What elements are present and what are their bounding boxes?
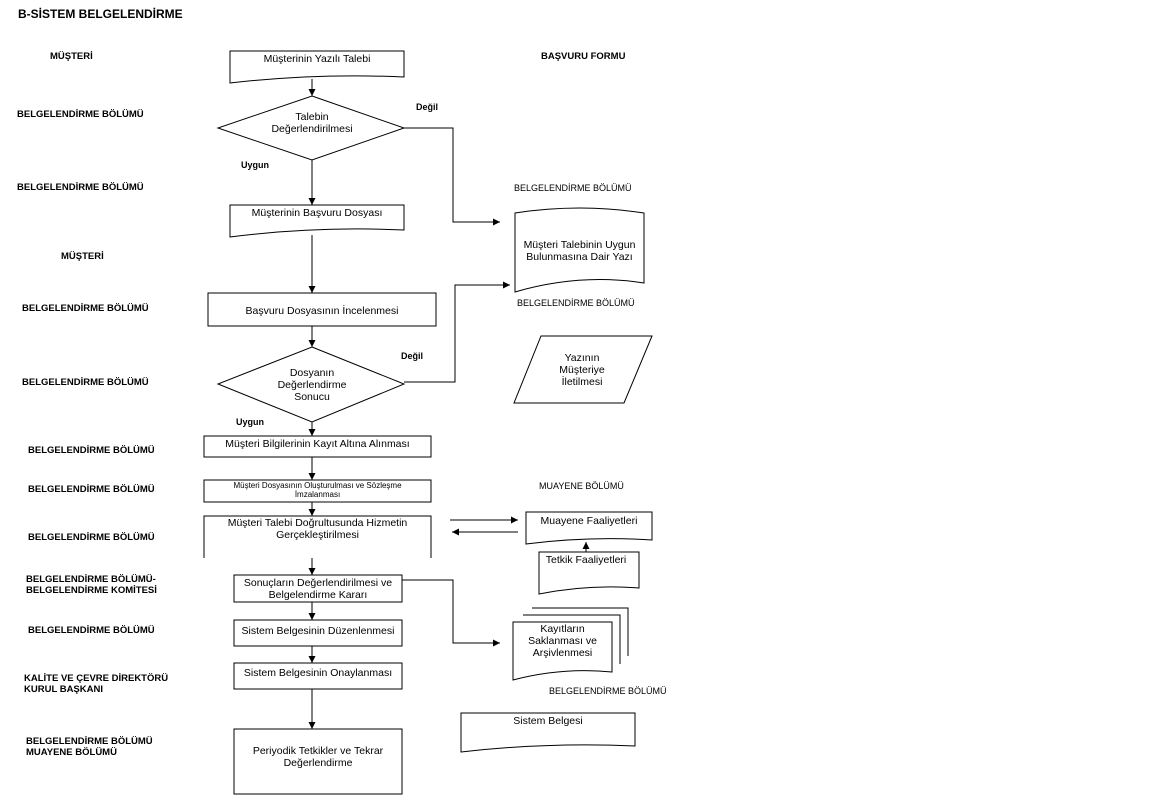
node-line: Arşivlenmesi [532,647,593,660]
node-line: Bulunmasına Dair Yazı [526,251,633,264]
edge-label-no: Değil [416,102,439,112]
node-file-eval: Dosyanın Değerlendirme Sonucu [250,367,374,403]
node-audit-activities: Tetkik Faaliyetleri [545,554,627,566]
records-page-2 [523,614,621,664]
edge-label-yes: Uygun [241,160,269,170]
node-system-certificate: Sistem Belgesi [513,715,583,727]
edge-label-yes: Uygun [236,417,264,427]
page-title: B-SİSTEM BELGELENDİRME [18,7,183,21]
node-line: Periyodik Tetkikler ve Tekrar [252,745,384,757]
edge-label-no: Değil [401,351,424,361]
node-line: İmzalanması [294,490,341,500]
dept-label: BELGELENDİRME BÖLÜMÜ [517,298,635,308]
dept-label: BELGELENDİRME BÖLÜMÜ [549,686,667,696]
lane-label-certification: BELGELENDİRME BÖLÜMÜ [28,445,155,456]
node-line: Müşteriye [559,364,605,377]
lane-label-line: BELGELENDİRME BÖLÜMÜ- [26,574,156,585]
lane-label-certification: BELGELENDİRME BÖLÜMÜ [17,109,144,120]
node-line: Kayıtların [540,623,585,635]
periodic-box [233,728,403,795]
lane-label-certification: BELGELENDİRME BÖLÜMÜ [17,182,144,193]
node-service: Müşteri Talebi Doğrultusunda Hizmetin Ge… [204,517,431,541]
lane-label-certification: BELGELENDİRME BÖLÜMÜ [22,303,149,314]
node-line: Saklanması ve [528,635,597,648]
node-line: Müşteri Dosyasının Oluşturulması ve Sözl… [233,481,402,490]
written-request-shape [229,50,405,84]
service-box-shape [203,515,432,558]
record-info-box [203,435,432,458]
node-approval-letter: Müşteri Talebinin Uygun Bulunmasına Dair… [515,239,644,263]
audit-activities-shape [538,551,640,595]
dept-label: BELGELENDİRME BÖLÜMÜ [514,183,632,193]
node-periodic: Periyodik Tetkikler ve Tekrar Değerlendi… [234,745,402,769]
node-application-file: Müşterinin Başvuru Dosyası [251,207,383,219]
lane-label-line: MUAYENE BÖLÜMÜ [26,746,117,758]
node-inspection-activities: Muayene Faaliyetleri [540,515,638,527]
node-line: Değerlendirme [283,757,353,770]
node-line: Gerçekleştirilmesi [276,529,359,542]
node-line: Yazının [564,352,600,364]
node-line: Talebin [295,111,329,123]
transmit-parallelogram [513,335,653,404]
application-form-label: BAŞVURU FORMU [541,51,626,62]
node-line: Sonuçların Değerlendirilmesi ve [243,577,393,589]
lane-label-certification: BELGELENDİRME BÖLÜMÜ [28,532,155,543]
letter-document-shape [514,207,645,293]
node-line: Müşteri Talebi Doğrultusunda Hizmetin [227,517,408,529]
node-line: Değerlendirilmesi [271,123,353,136]
node-line: Belgelendirme Kararı [268,589,368,602]
records-page-3 [532,607,629,656]
node-contract: Müşteri Dosyasının Oluşturulması ve Sözl… [204,481,431,499]
contract-box [203,479,432,503]
node-cert-approve: Sistem Belgesinin Onaylanması [243,667,393,679]
node-record-info: Müşteri Bilgilerinin Kayıt Altına Alınma… [225,438,410,450]
inspection-activities-shape [525,511,653,545]
node-results: Sonuçların Değerlendirilmesi ve Belgelen… [234,577,402,601]
lane-label-certification: BELGELENDİRME BÖLÜMÜ [28,625,155,636]
node-request-eval: Talebin Değerlendirilmesi [250,111,374,135]
node-cert-issue: Sistem Belgesinin Düzenlenmesi [241,625,395,637]
system-cert-shape [460,712,636,753]
node-line: Sonucu [294,391,330,404]
inspection-dept-label: MUAYENE BÖLÜMÜ [539,481,624,491]
lane-label-certification: BELGELENDİRME BÖLÜMÜ [22,377,149,388]
cert-issue-box [233,619,403,647]
lane-label-certification-inspection: BELGELENDİRME BÖLÜMÜ MUAYENE BÖLÜMÜ [26,736,153,759]
node-line: Müşteri Talebinin Uygun [523,239,636,251]
node-line: Dosyanın [289,367,335,379]
lane-label-line: KURUL BAŞKANI [24,683,103,695]
node-file-review: Başvuru Dosyasının İncelenmesi [245,305,399,317]
lane-label-director: KALİTE VE ÇEVRE DİREKTÖRÜ KURUL BAŞKANI [24,673,169,696]
lane-label-line: KALİTE VE ÇEVRE DİREKTÖRÜ [24,673,169,684]
cert-approve-box [233,662,403,690]
application-file-shape [229,204,405,238]
lane-label-customer: MÜŞTERİ [50,51,93,62]
results-box [233,574,403,603]
node-written-request: Müşterinin Yazılı Talebi [263,53,371,65]
node-letter-transmit: Yazının Müşteriye İletilmesi [535,352,629,388]
node-records: Kayıtların Saklanması ve Arşivlenmesi [513,623,612,659]
lane-label-customer: MÜŞTERİ [61,251,104,262]
node-line: Değerlendirme [277,379,347,392]
lane-label-committee: BELGELENDİRME BÖLÜMÜ- BELGELENDİRME KOMİ… [26,574,157,597]
lane-label-line: BELGELENDİRME BÖLÜMÜ [26,736,153,747]
records-doc-shape [512,621,613,681]
lane-label-line: BELGELENDİRME KOMİTESİ [26,584,157,596]
lane-label-certification: BELGELENDİRME BÖLÜMÜ [28,484,155,495]
node-line: İletilmesi [561,376,603,388]
file-review-box [207,292,437,327]
